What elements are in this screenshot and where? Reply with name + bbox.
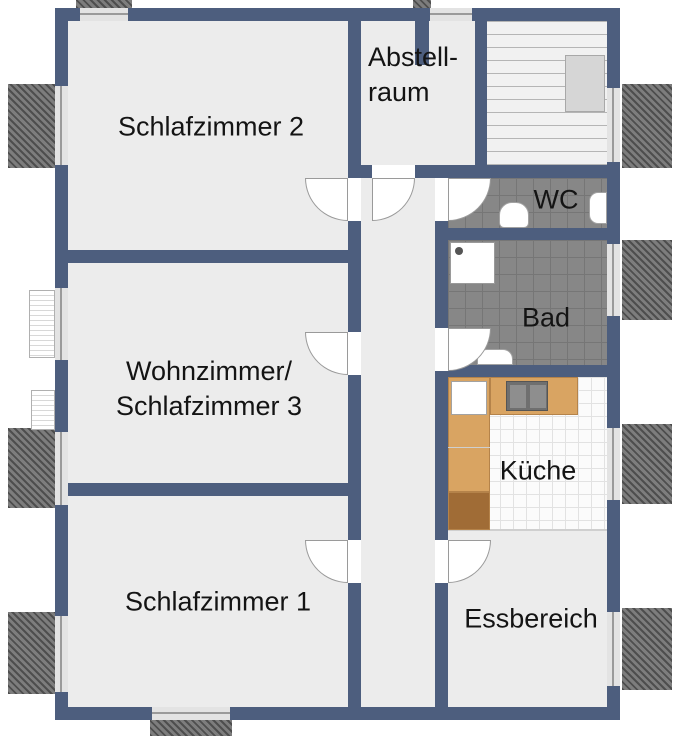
roof-hatch [622, 608, 672, 690]
room-label-bad: Bad [521, 302, 571, 333]
corridor [361, 178, 435, 707]
roof-hatch [622, 240, 672, 320]
window [607, 244, 620, 316]
window-sill [29, 290, 55, 358]
wall-top [55, 8, 620, 21]
window [607, 428, 620, 500]
room-label-wohnzimmer: Wohnzimmer/ Schlafzimmer 3 [115, 355, 303, 421]
roof-hatch [150, 720, 232, 736]
wall-wc-bad [448, 228, 607, 240]
room-label-schlafzimmer-1: Schlafzimmer 1 [124, 586, 312, 617]
roof-hatch [8, 84, 55, 168]
wall-left [55, 8, 68, 720]
roof-hatch [413, 0, 431, 8]
roof-hatch [8, 428, 55, 508]
wall-interior [435, 221, 448, 328]
room-schlafzimmer-1 [68, 496, 348, 707]
room-label-wc: WC [533, 184, 579, 215]
room-label-abstellraum: Abstell- raum [368, 42, 459, 108]
window-sill [31, 390, 55, 430]
roof-hatch [76, 0, 132, 8]
stair-landing [565, 55, 605, 112]
wall-bottom [55, 707, 620, 720]
wall-interior [348, 375, 361, 540]
room-schlafzimmer-2 [68, 21, 348, 250]
kitchen-appliance [451, 381, 487, 415]
counter-divider [448, 447, 490, 448]
roof-hatch [622, 84, 672, 168]
wall-interior [361, 165, 372, 178]
roof-hatch [8, 612, 55, 694]
window [80, 8, 128, 21]
toilet [499, 202, 529, 228]
kitchen-cabinet-dark [448, 492, 490, 530]
floor-transition [448, 529, 607, 531]
window [607, 88, 620, 162]
wall-right [607, 8, 620, 720]
wall-interior [55, 483, 361, 496]
wc-sink [589, 192, 607, 224]
chimney-stub [415, 21, 429, 65]
room-wohnzimmer [68, 263, 348, 483]
room-label-schlafzimmer-2: Schlafzimmer 2 [117, 111, 305, 142]
shower [450, 242, 495, 284]
roof-hatch [622, 424, 672, 504]
wall-interior [348, 21, 361, 178]
window [55, 616, 68, 692]
window [152, 707, 230, 720]
wall-interior [348, 583, 361, 707]
wall-interior [435, 371, 448, 540]
room-label-kueche: Küche [499, 455, 577, 486]
kitchen-sink [506, 381, 548, 411]
sink-basin [510, 385, 526, 408]
wall-stair-divider [475, 21, 487, 165]
window [430, 8, 472, 21]
sink-basin [530, 385, 546, 408]
window [607, 612, 620, 686]
room-label-essbereich: Essbereich [464, 603, 598, 634]
wall-interior [348, 221, 361, 332]
wall-interior [435, 583, 448, 707]
window [55, 432, 68, 505]
wall-interior [415, 165, 620, 178]
wall-bad-kueche [448, 365, 607, 377]
window [55, 86, 68, 165]
wall-interior [55, 250, 361, 263]
window [55, 288, 68, 360]
